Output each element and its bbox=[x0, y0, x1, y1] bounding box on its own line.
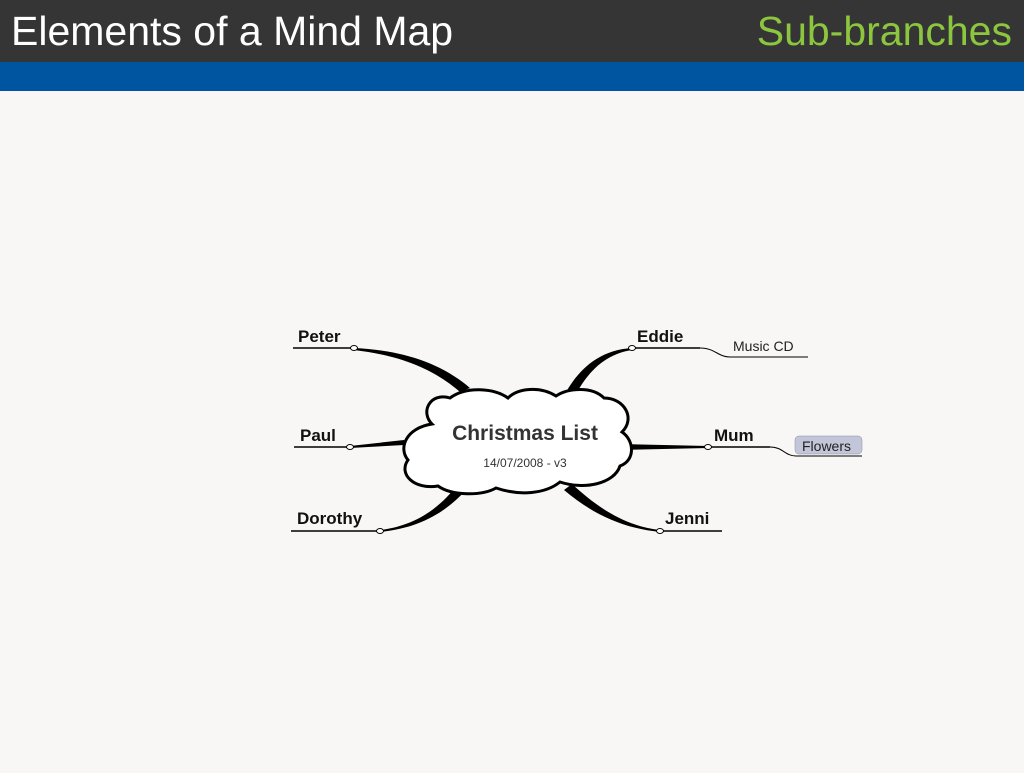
central-topic-date: 14/07/2008 - v3 bbox=[483, 456, 567, 470]
branch-dorothy: Dorothy bbox=[291, 484, 466, 534]
branch-paul: Paul bbox=[294, 426, 404, 450]
central-topic: Christmas List 14/07/2008 - v3 bbox=[402, 388, 633, 496]
branch-label-jenni: Jenni bbox=[665, 509, 709, 528]
central-topic-label: Christmas List bbox=[452, 422, 598, 445]
branch-mum: Mum Flowers bbox=[620, 426, 863, 457]
sub-branch-line-music-cd bbox=[699, 347, 808, 358]
branch-node-eddie bbox=[628, 345, 636, 351]
branch-peter: Peter bbox=[293, 327, 470, 392]
branch-label-dorothy: Dorothy bbox=[297, 509, 363, 528]
branch-connector-peter bbox=[354, 348, 470, 392]
slide-subtitle: Sub-branches bbox=[756, 8, 1012, 54]
branch-connector-mum bbox=[620, 444, 708, 450]
branch-node-jenni bbox=[656, 528, 664, 534]
central-cloud-shape bbox=[402, 388, 633, 496]
branch-label-eddie: Eddie bbox=[637, 327, 683, 346]
sub-branch-label-music-cd: Music CD bbox=[733, 338, 794, 354]
slide-canvas: Peter Paul Dorothy Eddie Music CD bbox=[0, 91, 1024, 768]
sub-branch-line-flowers bbox=[769, 446, 862, 457]
branch-node-paul bbox=[346, 444, 354, 450]
branch-eddie: Eddie Music CD bbox=[566, 327, 808, 394]
slide-title: Elements of a Mind Map bbox=[11, 8, 454, 54]
branch-node-dorothy bbox=[376, 528, 384, 534]
mind-map-diagram: Peter Paul Dorothy Eddie Music CD bbox=[291, 327, 863, 534]
sub-branch-label-flowers: Flowers bbox=[802, 438, 851, 454]
branch-label-peter: Peter bbox=[298, 327, 341, 346]
sub-branch-tag-flowers bbox=[794, 435, 863, 455]
branch-connector-paul bbox=[350, 440, 404, 448]
slide-header: Elements of a Mind Map Sub-branches bbox=[0, 0, 1024, 62]
branch-label-mum: Mum bbox=[714, 426, 754, 445]
branch-jenni: Jenni bbox=[564, 484, 722, 534]
branch-connector-eddie bbox=[566, 348, 632, 394]
branch-label-paul: Paul bbox=[300, 426, 336, 445]
header-accent-bar bbox=[0, 62, 1024, 91]
branch-node-peter bbox=[350, 345, 358, 351]
branch-connector-jenni bbox=[564, 484, 660, 532]
branch-node-mum bbox=[704, 444, 712, 450]
